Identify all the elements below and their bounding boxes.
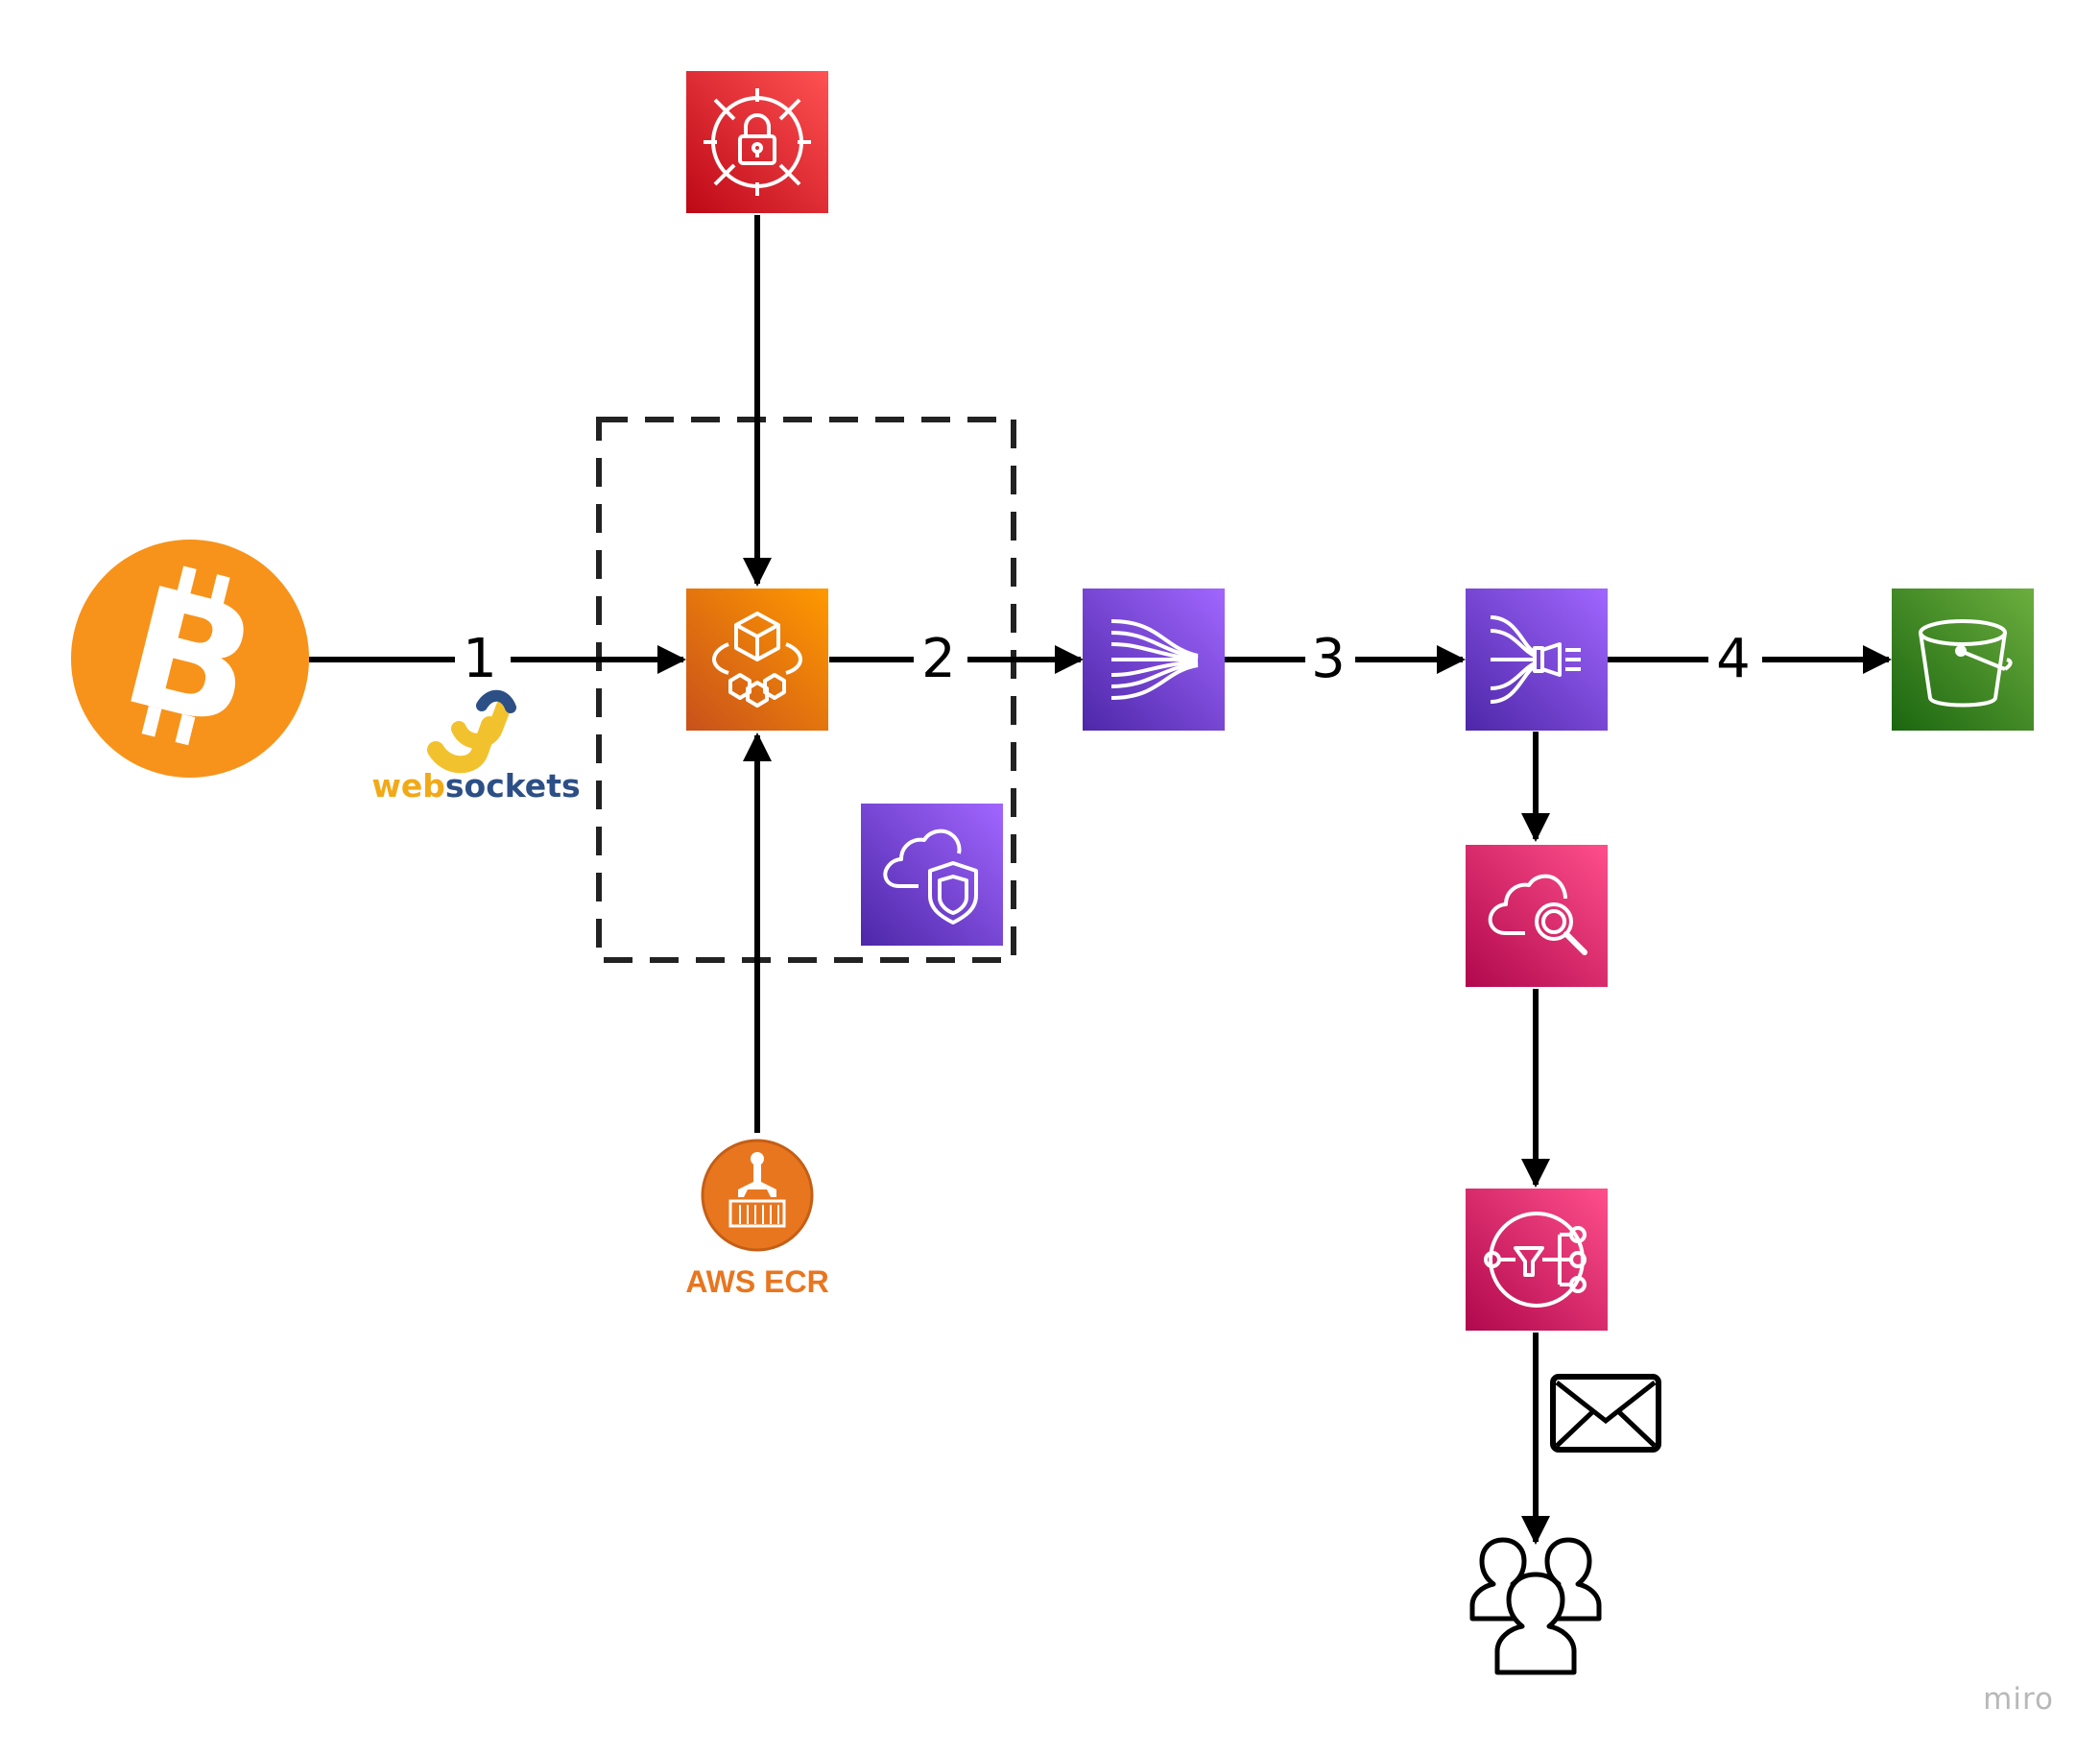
ecr-label: AWS ECR	[685, 1264, 828, 1299]
websockets-text-a: web	[371, 767, 445, 805]
kinesis-firehose-icon	[1466, 589, 1608, 731]
miro-watermark: miro	[1983, 1682, 2054, 1717]
kinesis-data-streams-icon	[1083, 589, 1225, 731]
vpc-shield-icon	[861, 804, 1003, 946]
fargate-icon	[686, 589, 828, 731]
email-envelope-icon	[1550, 1374, 1661, 1453]
users-group-icon	[1469, 1537, 1602, 1675]
secrets-manager-icon	[686, 71, 828, 213]
edge-label-2: 2	[921, 628, 956, 690]
sns-icon	[1466, 1189, 1608, 1331]
connectors	[309, 215, 1892, 1545]
ecr-icon	[701, 1139, 814, 1252]
edge-label-3: 3	[1311, 628, 1346, 690]
websockets-text: websockets	[371, 767, 580, 805]
user-front	[1494, 1572, 1577, 1675]
websockets-logo: websockets	[371, 689, 581, 805]
s3-bucket-icon	[1892, 589, 2034, 731]
bitcoin-icon: B	[71, 540, 309, 778]
edge-label-1: 1	[463, 628, 497, 690]
websockets-text-b: sockets	[445, 767, 581, 805]
cloudwatch-icon	[1466, 845, 1608, 987]
websockets-mark	[427, 689, 516, 774]
vpc-boundary	[596, 417, 1016, 963]
edge-label-4: 4	[1716, 628, 1751, 690]
